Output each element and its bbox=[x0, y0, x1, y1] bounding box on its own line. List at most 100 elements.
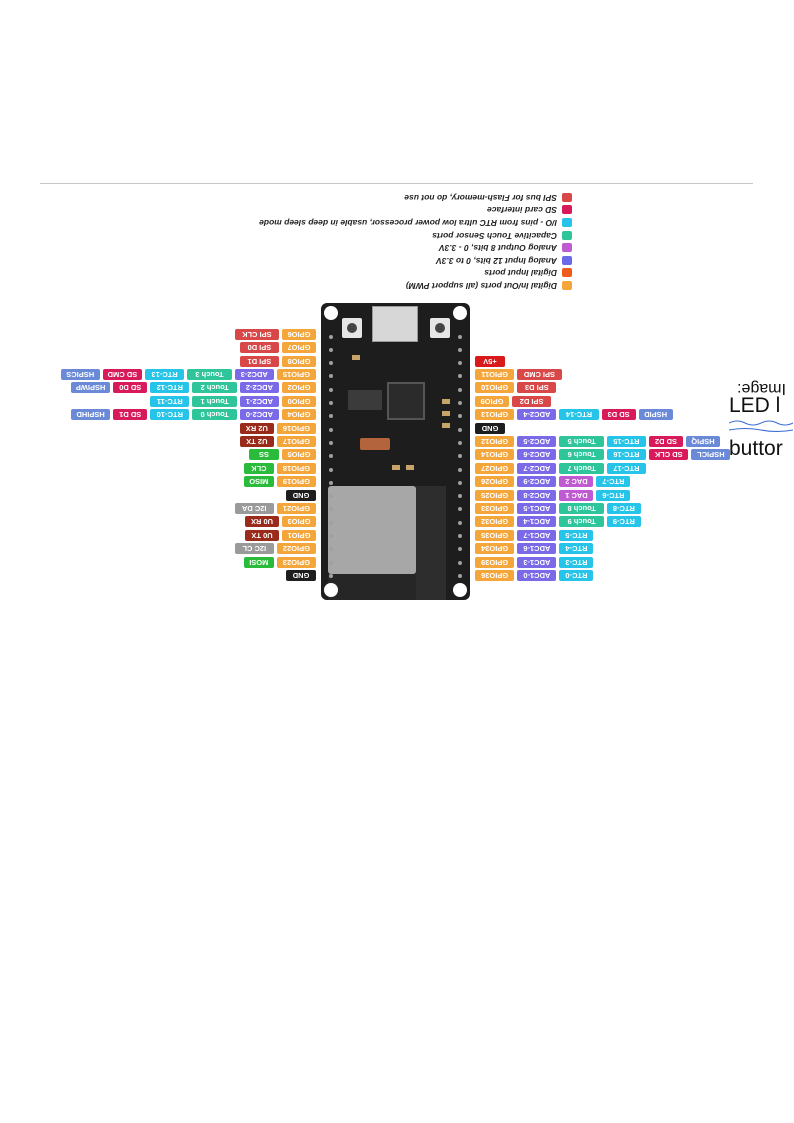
mount-hole bbox=[324, 583, 338, 597]
pin-hole bbox=[458, 347, 462, 352]
pin-label: HSPID bbox=[638, 409, 673, 421]
pin-label: RTC-17 bbox=[606, 462, 646, 474]
pin-hole bbox=[458, 574, 462, 578]
rf-shield bbox=[328, 486, 416, 574]
pin-label: RTC-8 bbox=[606, 503, 641, 514]
pin-label: GPIO9 bbox=[475, 395, 509, 407]
pin-label: GPIO15 bbox=[276, 369, 316, 380]
pin-label: GPIO21 bbox=[276, 503, 316, 514]
pin-hole bbox=[458, 387, 462, 392]
antenna bbox=[328, 574, 416, 600]
pin-hole bbox=[329, 574, 333, 578]
pin-hole bbox=[329, 480, 333, 485]
pin-label: HSPICS bbox=[60, 369, 100, 380]
pin-label: RTC-5 bbox=[559, 529, 594, 541]
pin-label: GPIO17 bbox=[276, 436, 316, 447]
side-text-line-2: buttor bbox=[729, 437, 783, 460]
pin-label: HSPIHD bbox=[71, 409, 111, 421]
pin-label: DAC 1 bbox=[559, 489, 594, 501]
pin-label: GPIO13 bbox=[475, 409, 515, 421]
pin-label: HSPIQ bbox=[686, 436, 720, 447]
rst-button[interactable] bbox=[430, 318, 450, 338]
pin-label: ADC2-6 bbox=[517, 449, 557, 461]
pin-label: GPIO27 bbox=[475, 462, 515, 474]
pin-hole bbox=[458, 334, 462, 339]
legend-label: Analog Output 8 bits, 0 - 3.3V bbox=[438, 243, 557, 254]
pin-hole bbox=[458, 534, 462, 539]
pin-hole bbox=[329, 361, 333, 366]
pin-label: Touch 6 bbox=[559, 449, 604, 461]
mount-hole bbox=[453, 583, 467, 597]
pin-label: GPIO0 bbox=[282, 395, 316, 407]
pin-hole bbox=[458, 520, 462, 525]
pin-label: SD D1 bbox=[113, 409, 148, 421]
esp32-board bbox=[321, 303, 470, 600]
pin-label: U0 TX bbox=[245, 529, 279, 541]
pin-label: Touch 3 bbox=[187, 369, 232, 380]
pin-hole bbox=[329, 347, 333, 352]
pin-label: GPIO1 bbox=[282, 529, 316, 541]
pin-hole bbox=[329, 387, 333, 392]
pin-label: GPIO7 bbox=[282, 342, 316, 354]
legend-swatch bbox=[562, 230, 572, 240]
pin-label: ADC1-5 bbox=[517, 503, 557, 514]
pin-label: SPI CLK bbox=[234, 328, 279, 340]
voltage-regulator bbox=[348, 390, 382, 410]
pin-label: ADC2-4 bbox=[517, 409, 557, 421]
smd-component bbox=[442, 423, 450, 428]
pin-label: I2C CL bbox=[234, 543, 274, 555]
pin-hole bbox=[329, 374, 333, 379]
pin-label: RTC-16 bbox=[606, 449, 646, 461]
pin-label: GPIO36 bbox=[475, 570, 515, 581]
legend-swatch bbox=[562, 281, 572, 290]
pin-hole bbox=[458, 547, 462, 552]
pin-label: GND bbox=[286, 489, 316, 501]
pin-label: GND bbox=[475, 422, 505, 434]
legend-swatch bbox=[562, 243, 572, 253]
pin-label: RTC-7 bbox=[596, 476, 631, 488]
pin-label: ADC1-6 bbox=[517, 543, 557, 555]
usb-uart-chip bbox=[387, 382, 425, 420]
pin-hole bbox=[458, 414, 462, 419]
pin-label: CLK bbox=[243, 462, 274, 474]
legend-label: Digital Input ports bbox=[484, 268, 557, 279]
pin-label: RTC-11 bbox=[150, 395, 190, 407]
pin-label: GPIO4 bbox=[282, 409, 316, 421]
pin-label: GPIO3 bbox=[282, 516, 316, 528]
pin-hole bbox=[458, 494, 462, 499]
legend-label: I/O - pins from RTC ultra low power proc… bbox=[259, 218, 557, 228]
pin-label: SD D3 bbox=[601, 409, 636, 421]
pin-label: RTC-0 bbox=[559, 570, 594, 581]
pin-label: SPI D0 bbox=[239, 342, 279, 354]
pin-label: MISO bbox=[243, 476, 274, 488]
legend-label: SD card interface bbox=[487, 205, 557, 216]
pin-label: DAC 2 bbox=[559, 476, 594, 488]
pin-hole bbox=[329, 414, 333, 419]
pin-label: ADC2-8 bbox=[517, 489, 557, 501]
pin-label: SPI D1 bbox=[239, 355, 279, 367]
pin-label: GPIO26 bbox=[475, 476, 515, 488]
pin-label: RTC-15 bbox=[606, 436, 646, 447]
pin-label: GPIO23 bbox=[276, 556, 316, 568]
pin-label: RTC-13 bbox=[145, 369, 185, 380]
usb-connector bbox=[372, 306, 418, 342]
pin-label: GND bbox=[286, 570, 316, 581]
pin-hole bbox=[329, 334, 333, 339]
pin-label: Touch 1 bbox=[192, 395, 237, 407]
legend-swatch bbox=[562, 218, 572, 227]
pin-label: Touch 0 bbox=[192, 409, 237, 421]
pin-label: RTC-9 bbox=[606, 516, 641, 528]
smd-component bbox=[392, 465, 400, 470]
pin-label: Touch 2 bbox=[192, 382, 237, 394]
pin-label: GPIO14 bbox=[475, 449, 515, 461]
pin-label: GPIO18 bbox=[276, 462, 316, 474]
pin-label: GPIO33 bbox=[475, 503, 515, 514]
boot-button[interactable] bbox=[342, 318, 362, 338]
rotated-pinout-figure: Digital In/Out ports (all support PWM)Di… bbox=[60, 192, 786, 600]
pin-label: ADC1-3 bbox=[517, 556, 557, 568]
pin-label: GPIO32 bbox=[475, 516, 515, 528]
smd-component bbox=[442, 411, 450, 416]
horizontal-rule bbox=[40, 183, 753, 184]
pin-label: GPIO35 bbox=[475, 529, 515, 541]
pin-label: GPIO5 bbox=[282, 449, 316, 461]
